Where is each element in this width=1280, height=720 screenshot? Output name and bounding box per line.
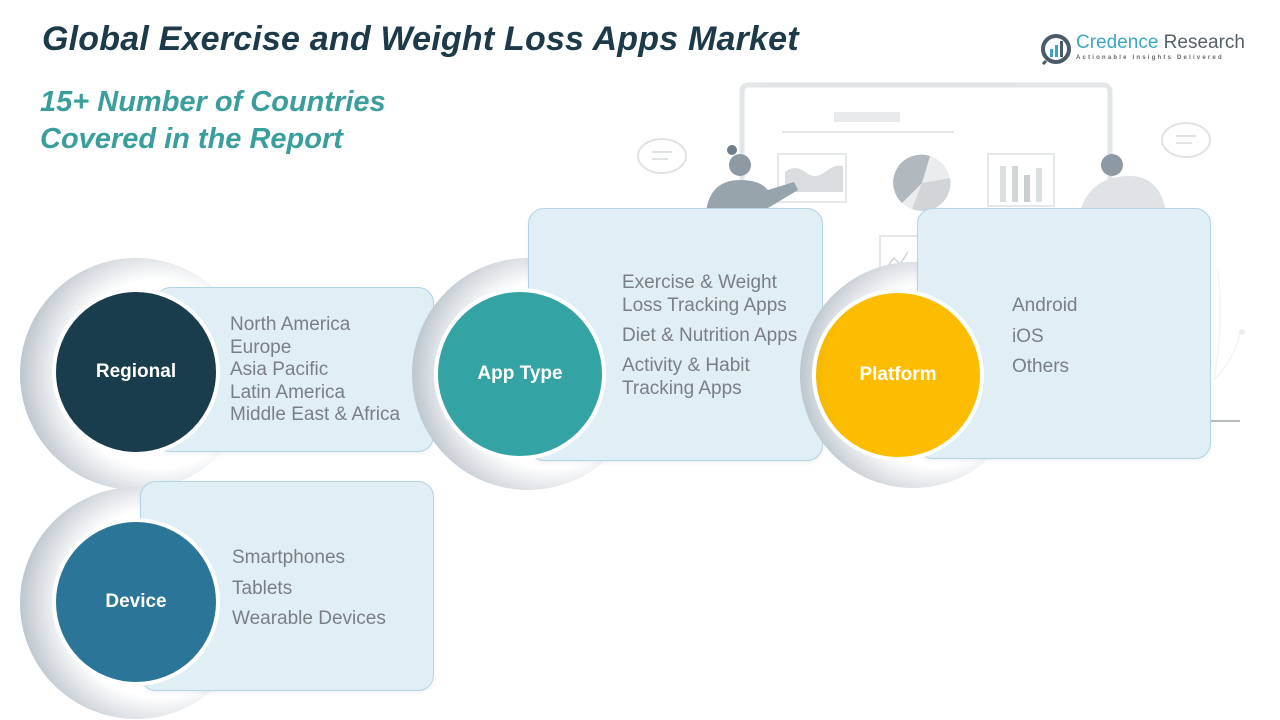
regional-items: North America Europe Asia Pacific Latin …: [230, 314, 400, 427]
list-item: Diet & Nutrition Apps: [622, 325, 798, 346]
app-type-items: Exercise & Weight Loss Tracking Apps Die…: [622, 271, 797, 400]
device-label: Device: [105, 591, 167, 612]
regional-circle: Regional: [52, 288, 220, 456]
list-item: Tablets: [232, 577, 293, 599]
credence-research-logo: Credence Research Actionable Insights De…: [1040, 32, 1245, 65]
regional-label: Regional: [95, 361, 177, 382]
plant-leaf-icon: [1213, 269, 1245, 381]
list-item: Middle East & Africa: [230, 404, 401, 425]
list-item: Loss Tracking Apps: [622, 295, 787, 316]
presenter-man-icon: [1080, 154, 1166, 212]
platform-items: Android iOS Others: [1012, 291, 1078, 383]
page-title: Global Exercise and Weight Loss Apps Mar…: [42, 20, 799, 58]
list-item: Others: [1012, 356, 1070, 377]
subtitle-line-1: 15+ Number of Countries: [40, 86, 386, 118]
countries-covered-subtitle: 15+ Number of Countries Covered in the R…: [40, 84, 386, 158]
logo-name: Credence Research: [1076, 32, 1245, 53]
presenter-woman-icon: [706, 145, 798, 212]
logo-tagline: Actionable Insights Delivered: [1076, 55, 1224, 61]
subtitle-line-2: Covered in the Report: [40, 123, 343, 155]
list-item: Latin America: [230, 381, 346, 403]
list-item: Tracking Apps: [622, 378, 742, 399]
list-item: Asia Pacific: [230, 359, 329, 380]
speech-bubble-right-icon: [1161, 122, 1211, 158]
bar-chart-logo-icon: [1041, 34, 1071, 65]
list-item: iOS: [1012, 325, 1044, 347]
app-type-circle: App Type: [434, 288, 606, 460]
pie-chart-icon: [893, 154, 951, 212]
list-item: North America: [230, 314, 351, 335]
speech-bubble-left-icon: [637, 138, 687, 174]
platform-label: Platform: [859, 364, 937, 385]
device-circle: Device: [52, 518, 220, 686]
app-type-label: App Type: [477, 363, 563, 384]
platform-circle: Platform: [812, 289, 984, 461]
list-item: Android: [1012, 295, 1078, 316]
list-item: Smartphones: [232, 547, 346, 568]
list-item: Europe: [230, 336, 292, 358]
list-item: Exercise & Weight: [622, 272, 777, 293]
list-item: Activity & Habit: [622, 355, 750, 376]
list-item: Wearable Devices: [232, 608, 386, 629]
device-items: Smartphones Tablets Wearable Devices: [232, 543, 386, 635]
